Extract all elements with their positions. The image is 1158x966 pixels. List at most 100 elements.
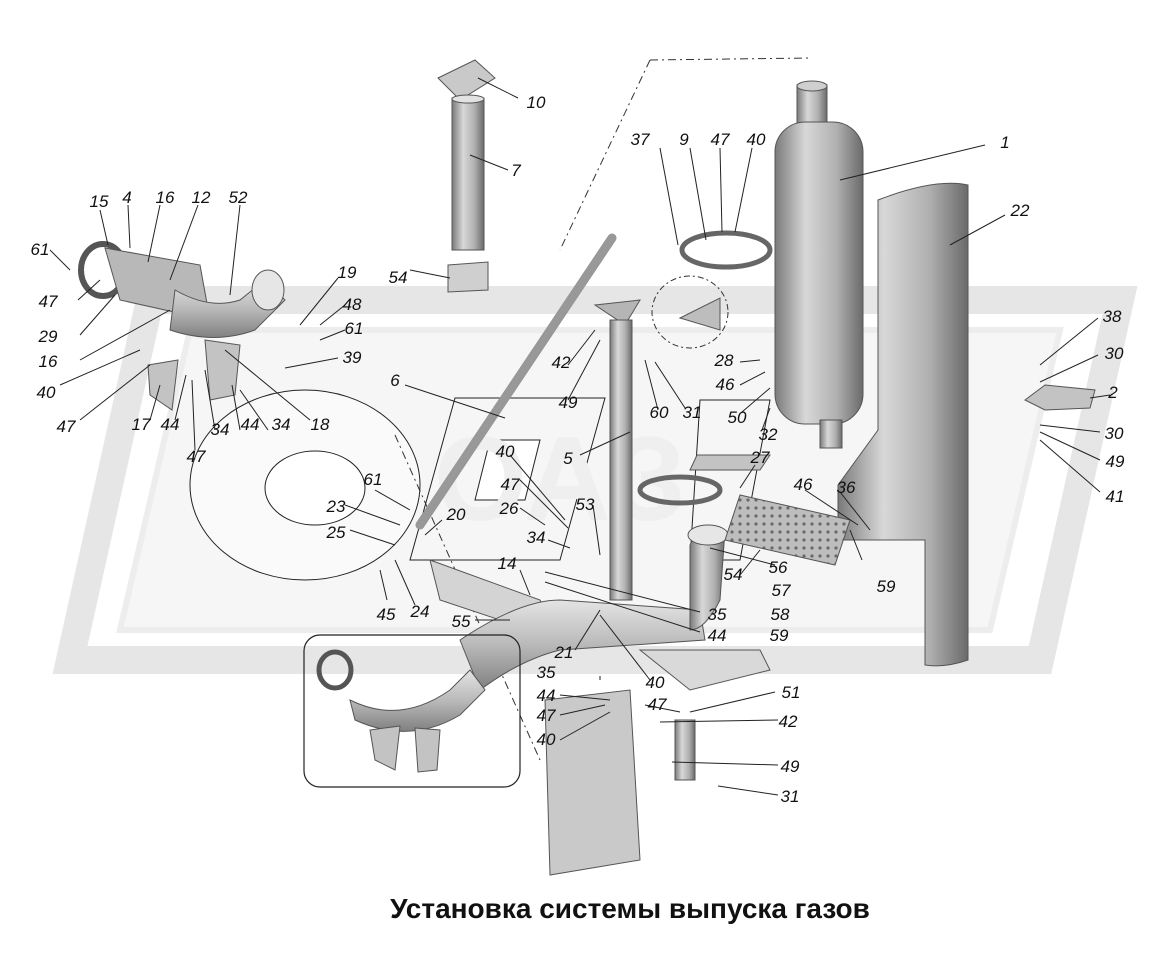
callout-label: 9 (679, 130, 689, 149)
callout-label: 1 (1000, 133, 1009, 152)
callout-label: 58 (771, 605, 790, 624)
callout-label: 15 (90, 192, 109, 211)
callout-label: 37 (631, 130, 650, 149)
callout-label: 54 (724, 565, 743, 584)
callout-label: 6 (390, 371, 400, 390)
callout-label: 38 (1103, 307, 1122, 326)
callout-label: 22 (1010, 201, 1030, 220)
callout-label: 40 (537, 730, 556, 749)
callout-label: 16 (39, 352, 58, 371)
callout-label: 35 (708, 605, 727, 624)
callout-label: 44 (708, 626, 727, 645)
callout-label: 14 (498, 554, 517, 573)
callout-label: 47 (501, 475, 520, 494)
callout-label: 30 (1105, 424, 1124, 443)
callout-label: 30 (1105, 344, 1124, 363)
callout-label: 47 (39, 292, 58, 311)
callout-label: 39 (343, 348, 362, 367)
callout-label: 5 (563, 449, 573, 468)
callout-label: 4 (122, 188, 131, 207)
callout-label: 61 (345, 319, 364, 338)
lower-bracket (544, 649, 771, 876)
callout-label: 49 (1106, 452, 1125, 471)
callout-label: 18 (311, 415, 330, 434)
leader-lines (49, 77, 1111, 796)
bracket-post (593, 299, 723, 601)
callout-label: 31 (781, 787, 800, 806)
callout-label: 34 (527, 528, 546, 547)
callout-label: 44 (161, 415, 180, 434)
callout-label: 49 (781, 757, 800, 776)
callout-label: 57 (772, 581, 791, 600)
callout-label: 35 (537, 663, 556, 682)
callout-label: 59 (877, 577, 896, 596)
callout-label: 44 (537, 686, 556, 705)
callout-label: 59 (770, 626, 789, 645)
callout-label: 47 (711, 130, 730, 149)
callout-label: 29 (38, 327, 58, 346)
clamp-ring (651, 230, 773, 349)
callout-label: 47 (648, 695, 667, 714)
callout-label: 48 (343, 295, 362, 314)
construction-lines (394, 57, 811, 761)
callout-label: 20 (446, 505, 466, 524)
callout-label: 52 (229, 188, 248, 207)
callout-label: 40 (646, 673, 665, 692)
exhaust-elbow-left (78, 241, 286, 411)
callout-label: 50 (728, 408, 747, 427)
callout-label: 41 (1106, 487, 1125, 506)
callout-label: 12 (192, 188, 211, 207)
stay-rod (415, 233, 617, 530)
perforated-shield (689, 454, 851, 566)
callout-label: 34 (211, 420, 230, 439)
callout-label: 56 (769, 558, 788, 577)
callout-label: 40 (496, 442, 515, 461)
callout-label: 36 (837, 478, 856, 497)
callout-label: 2 (1107, 383, 1118, 402)
callout-label: 40 (37, 383, 56, 402)
callout-label: 49 (559, 393, 578, 412)
callout-label: 47 (57, 417, 76, 436)
callout-label: 27 (750, 448, 770, 467)
callout-label: 46 (716, 375, 735, 394)
callout-label: 17 (132, 415, 151, 434)
callout-label: 24 (410, 602, 430, 621)
callout-label: 47 (187, 447, 206, 466)
callout-label: 32 (759, 425, 778, 444)
vertical-pipe (437, 59, 496, 293)
callout-label: 61 (31, 240, 50, 259)
callout-label: 31 (683, 403, 702, 422)
callout-label: 51 (782, 683, 801, 702)
callout-label: 44 (241, 415, 260, 434)
heat-shield (837, 182, 969, 667)
callout-label: 42 (779, 712, 798, 731)
callout-label: 45 (377, 605, 396, 624)
callout-label: 26 (499, 499, 519, 518)
callout-label: 25 (326, 523, 346, 542)
callout-label: 46 (794, 475, 813, 494)
callout-label: 47 (537, 706, 556, 725)
callout-label: 60 (650, 403, 669, 422)
callout-label: 21 (554, 643, 574, 662)
callout-label: 7 (511, 161, 521, 180)
callout-label: 53 (576, 495, 595, 514)
watermark-text: ОАЗ (434, 412, 686, 546)
small-bracket (1024, 384, 1096, 411)
inset-detail (303, 634, 521, 788)
callout-label: 28 (714, 351, 734, 370)
callout-label: 40 (747, 130, 766, 149)
callout-label: 19 (338, 263, 357, 282)
callout-label: 55 (452, 612, 471, 631)
muffler (774, 80, 864, 449)
callout-label: 34 (272, 415, 291, 434)
callout-label: 61 (364, 470, 383, 489)
callout-label: 23 (326, 497, 346, 516)
diagram-title: Установка системы выпуска газов (390, 893, 870, 924)
callout-label: 54 (389, 268, 408, 287)
callout-label: 42 (552, 353, 571, 372)
callout-label: 16 (156, 188, 175, 207)
front-pipe (429, 524, 729, 691)
callout-label: 10 (527, 93, 546, 112)
